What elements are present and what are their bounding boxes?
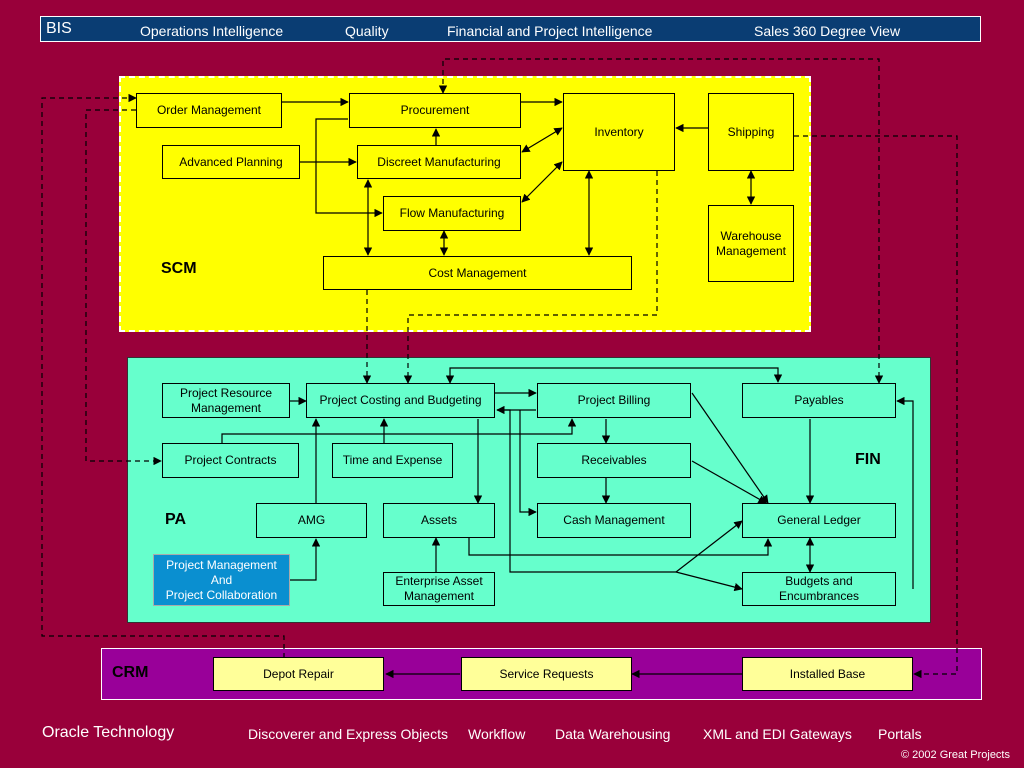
- receivables-box[interactable]: Receivables: [537, 443, 691, 478]
- bis-item-sales-360[interactable]: Sales 360 Degree View: [754, 23, 901, 39]
- payables-box[interactable]: Payables: [742, 383, 896, 418]
- enterprise-asset-management-box[interactable]: Enterprise Asset Management: [383, 572, 495, 606]
- advanced-planning-box[interactable]: Advanced Planning: [162, 145, 300, 179]
- project-management-collaboration-box[interactable]: Project Management And Project Collabora…: [153, 554, 290, 606]
- copyright: © 2002 Great Projects: [901, 749, 1010, 761]
- warehouse-management-box[interactable]: Warehouse Management: [708, 205, 794, 282]
- footer-item-xml-edi[interactable]: XML and EDI Gateways: [703, 726, 852, 742]
- crm-label: CRM: [112, 664, 149, 681]
- footer-item-portals[interactable]: Portals: [878, 726, 922, 742]
- amg-box[interactable]: AMG: [256, 503, 367, 538]
- scm-label: SCM: [161, 260, 197, 277]
- cost-management-box[interactable]: Cost Management: [323, 256, 632, 290]
- bis-item-financial-project-intelligence[interactable]: Financial and Project Intelligence: [447, 23, 653, 39]
- installed-base-box[interactable]: Installed Base: [742, 657, 913, 691]
- budgets-encumbrances-box[interactable]: Budgets and Encumbrances: [742, 572, 896, 606]
- footer-item-data-warehousing[interactable]: Data Warehousing: [555, 726, 671, 742]
- bis-item-operations-intelligence[interactable]: Operations Intelligence: [140, 23, 284, 39]
- project-billing-box[interactable]: Project Billing: [537, 383, 691, 418]
- procurement-box[interactable]: Procurement: [349, 93, 521, 128]
- shipping-box[interactable]: Shipping: [708, 93, 794, 171]
- discreet-manufacturing-box[interactable]: Discreet Manufacturing: [357, 145, 521, 179]
- service-requests-box[interactable]: Service Requests: [461, 657, 632, 691]
- footer-title: Oracle Technology: [42, 724, 175, 741]
- depot-repair-box[interactable]: Depot Repair: [213, 657, 384, 691]
- order-management-box[interactable]: Order Management: [136, 93, 282, 128]
- cash-management-box[interactable]: Cash Management: [537, 503, 691, 538]
- inventory-box[interactable]: Inventory: [563, 93, 675, 171]
- bis-item-quality[interactable]: Quality: [345, 23, 389, 39]
- footer-item-workflow[interactable]: Workflow: [468, 726, 526, 742]
- project-management-line3: Project Collaboration: [165, 587, 278, 602]
- footer-item-discoverer[interactable]: Discoverer and Express Objects: [248, 726, 448, 742]
- general-ledger-box[interactable]: General Ledger: [742, 503, 896, 538]
- bis-title: BIS: [46, 20, 72, 37]
- project-management-line1: Project Management: [166, 557, 277, 572]
- pa-label: PA: [165, 511, 187, 528]
- flow-manufacturing-box[interactable]: Flow Manufacturing: [383, 196, 521, 231]
- bis-bar: BIS Operations Intelligence Quality Fina…: [40, 16, 981, 42]
- fin-label: FIN: [855, 451, 881, 468]
- time-and-expense-box[interactable]: Time and Expense: [332, 443, 453, 478]
- project-costing-budgeting-box[interactable]: Project Costing and Budgeting: [306, 383, 495, 418]
- project-management-line2: And: [210, 572, 233, 587]
- project-resource-management-box[interactable]: Project Resource Management: [162, 383, 290, 418]
- assets-box[interactable]: Assets: [383, 503, 495, 538]
- project-contracts-box[interactable]: Project Contracts: [162, 443, 299, 478]
